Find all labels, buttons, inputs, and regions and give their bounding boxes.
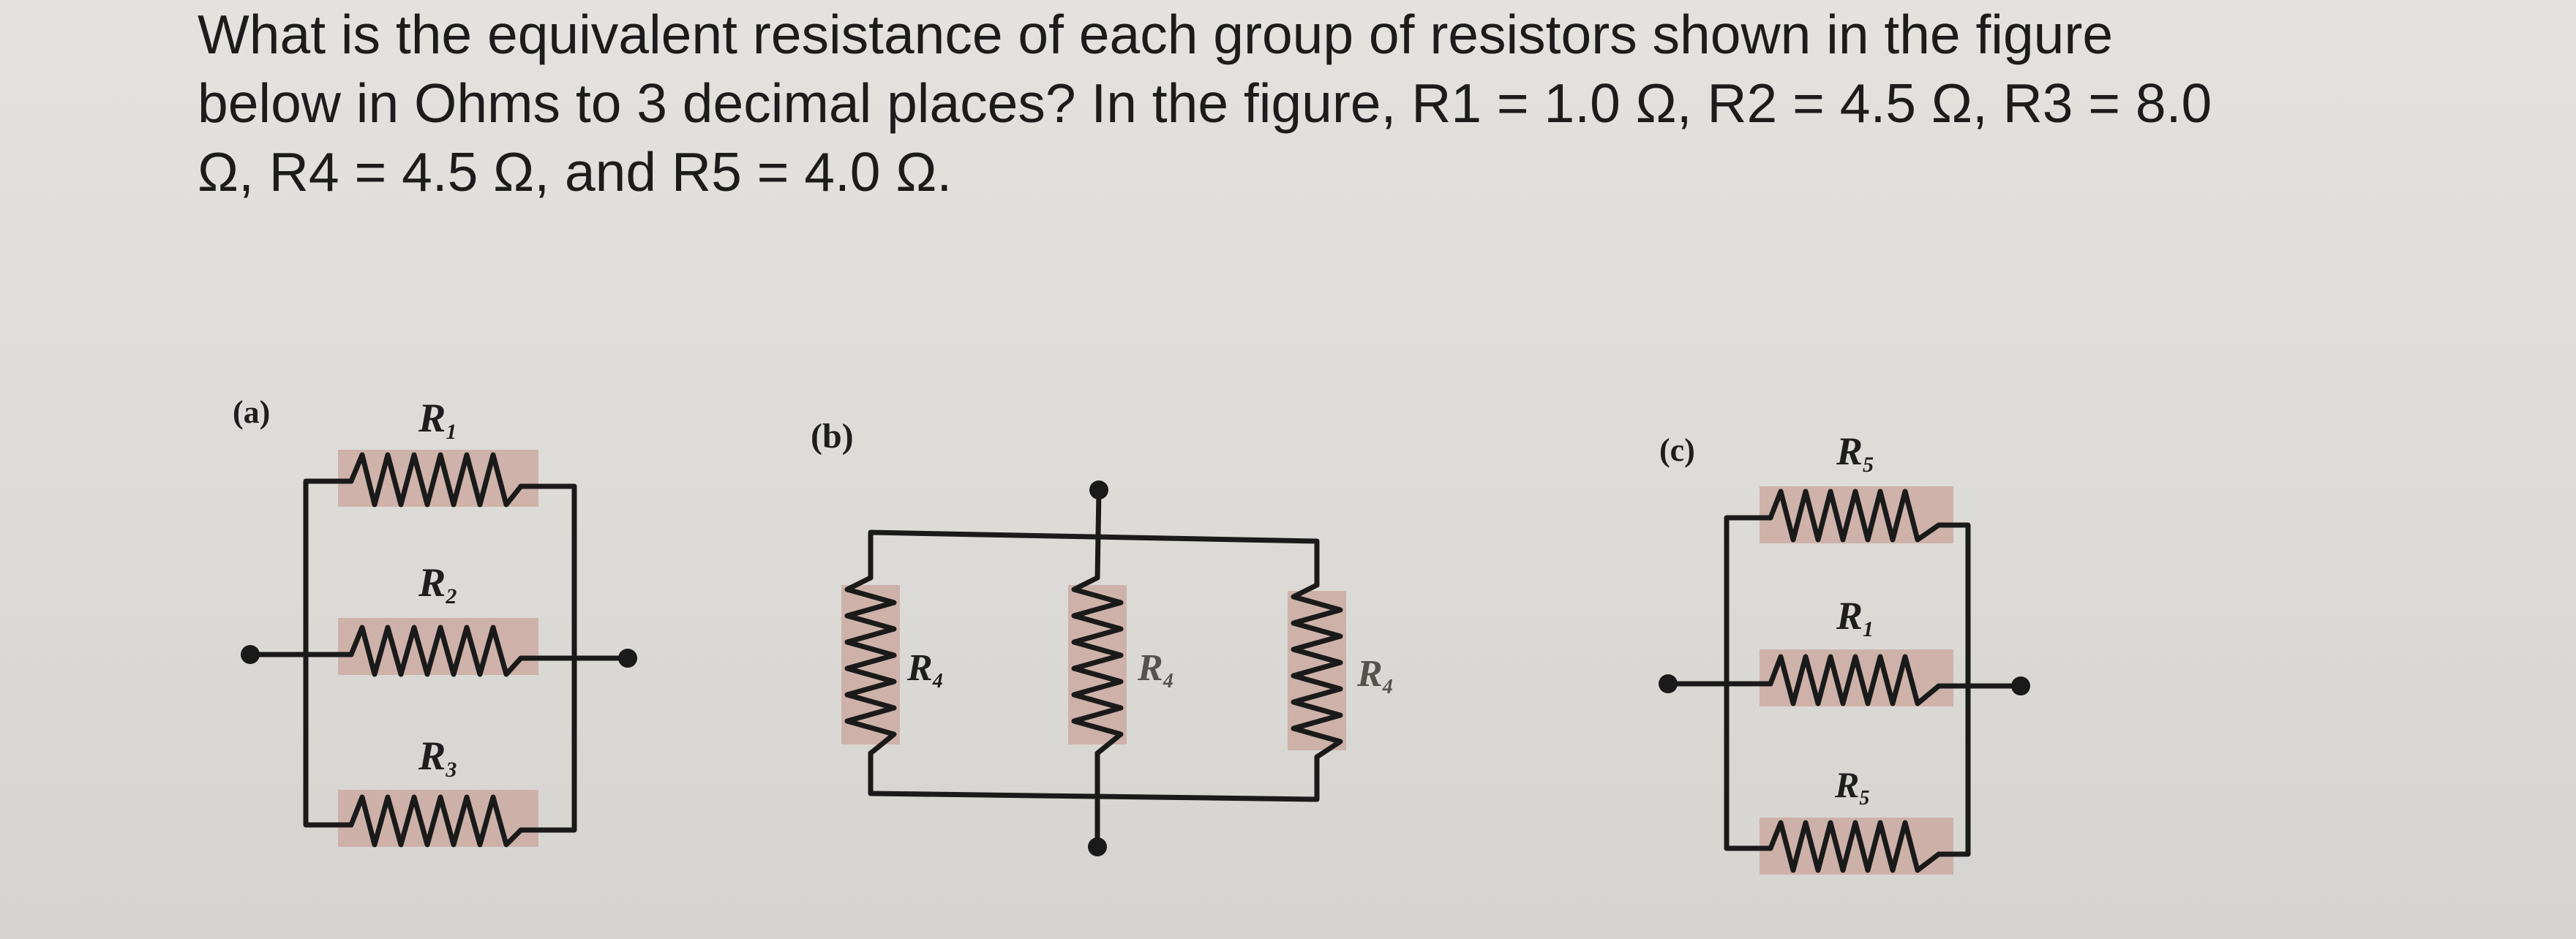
circuit-b-terminal-top	[1089, 480, 1108, 499]
r5-bottom-zigzag	[1768, 820, 1942, 873]
r4-mid-zigzag	[1071, 575, 1124, 756]
circuit-a-label: (a)	[233, 394, 270, 430]
circuit-c-terminal-left	[1659, 674, 1678, 693]
r3-label: R3	[418, 734, 457, 782]
circuit-c-wires	[1667, 489, 2022, 873]
r5-top-zigzag	[1768, 489, 1942, 543]
r5-top-label: R5	[1836, 429, 1874, 477]
r4-right-zigzag	[1291, 582, 1343, 760]
circuit-b-wires	[844, 489, 1343, 848]
r1-zigzag	[348, 452, 524, 508]
r4-right-label: R4	[1356, 653, 1393, 698]
circuit-a-wires	[249, 452, 628, 848]
circuit-c-terminal-right	[2011, 676, 2030, 695]
r2-label: R2	[418, 560, 457, 608]
circuit-b-terminal-bottom	[1088, 837, 1107, 856]
r3-zigzag	[348, 794, 524, 848]
r5-bottom-label: R5	[1834, 764, 1869, 810]
circuit-a-terminal-left	[241, 645, 260, 664]
circuit-c-label: (c)	[1659, 432, 1695, 468]
circuit-c: (c) R5 R1 R5	[1659, 429, 2030, 875]
r1-c-label: R1	[1836, 594, 1874, 641]
circuit-a-terminal-right	[618, 649, 637, 668]
r1-c-zigzag	[1768, 654, 1942, 706]
circuit-b: (b) R4 R4 R4	[811, 417, 1393, 856]
r1-label: R1	[418, 396, 457, 444]
question-line-3: Ω, R4 = 4.5 Ω, and R5 = 4.0 Ω.	[198, 141, 953, 203]
r2-zigzag	[348, 625, 524, 677]
r4-left-label: R4	[906, 647, 943, 693]
question-line-1: What is the equivalent resistance of eac…	[198, 4, 2114, 65]
circuit-a: (a) R1 R2 R3	[233, 394, 637, 848]
r4-mid-label: R4	[1137, 647, 1174, 693]
circuit-b-label: (b)	[811, 417, 854, 456]
question-line-2: below in Ohms to 3 decimal places? In th…	[198, 72, 2212, 134]
r4-left-zigzag	[844, 575, 897, 756]
question-text: What is the equivalent resistance of eac…	[198, 0, 2466, 206]
